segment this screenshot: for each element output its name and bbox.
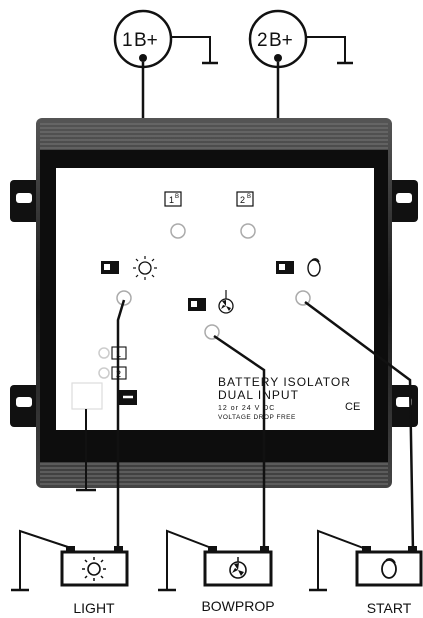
input-2-group: 2 B+ bbox=[246, 9, 353, 230]
input-1-group: 1 B+ bbox=[113, 9, 218, 230]
propeller-icon bbox=[218, 290, 234, 314]
input-2-terminal bbox=[274, 54, 282, 62]
heatsink-fins bbox=[40, 123, 388, 485]
light-bulb-icon bbox=[82, 557, 106, 581]
battery-bowprop: BOWPROP bbox=[158, 529, 275, 614]
panel-voltage: 12 or 24 V DC bbox=[218, 405, 275, 412]
svg-text:B: B bbox=[247, 194, 251, 200]
svg-text:2: 2 bbox=[240, 195, 245, 205]
ce-mark: CE bbox=[345, 401, 360, 413]
input-2-ground-wire bbox=[306, 36, 346, 63]
input-1-label: B+ bbox=[134, 30, 158, 51]
output-wires bbox=[76, 299, 415, 553]
wire-to-start bbox=[304, 300, 415, 553]
output-light-label bbox=[101, 256, 157, 280]
svg-text:B: B bbox=[175, 194, 179, 200]
input-1-badge: 1 B bbox=[164, 191, 182, 207]
input-2-badge: 2 B bbox=[236, 191, 254, 207]
propeller-icon bbox=[229, 557, 247, 579]
battery-bowprop-label: BOWPROP bbox=[201, 598, 274, 614]
input-2-stud bbox=[240, 223, 256, 239]
output-start-label bbox=[276, 258, 321, 277]
input-1-stud bbox=[170, 223, 186, 239]
battery-light: LIGHT bbox=[11, 529, 129, 616]
ground-block bbox=[71, 382, 103, 410]
input-1-terminal bbox=[139, 54, 147, 62]
isolator-housing bbox=[10, 118, 418, 488]
starter-icon bbox=[307, 258, 321, 277]
panel-subtitle: DUAL INPUT bbox=[218, 388, 299, 402]
panel-note: VOLTAGE DROP FREE bbox=[218, 414, 296, 421]
output-start-stud bbox=[295, 290, 311, 306]
panel-content: 1 B 2 B bbox=[71, 191, 360, 421]
light-bulb-icon bbox=[133, 256, 157, 280]
panel-title: BATTERY ISOLATOR bbox=[218, 375, 351, 389]
battery-start: START bbox=[309, 529, 423, 616]
battery-start-label: START bbox=[367, 600, 412, 616]
output-bowprop-label bbox=[188, 290, 234, 314]
starter-icon bbox=[381, 558, 397, 579]
isolator-face-panel bbox=[56, 168, 374, 430]
wire-to-bowprop bbox=[213, 334, 266, 552]
input-1-number: 1 bbox=[122, 30, 133, 51]
input-1-ground-wire bbox=[171, 36, 211, 63]
output-light-stud bbox=[116, 290, 132, 306]
input-2-number: 2 bbox=[257, 30, 268, 51]
battery-start-body bbox=[355, 550, 423, 587]
output-bowprop-stud bbox=[204, 324, 220, 340]
wire-to-light bbox=[116, 299, 126, 552]
input-2-label: B+ bbox=[269, 30, 293, 51]
svg-text:1: 1 bbox=[169, 195, 174, 205]
battery-light-label: LIGHT bbox=[73, 600, 115, 616]
